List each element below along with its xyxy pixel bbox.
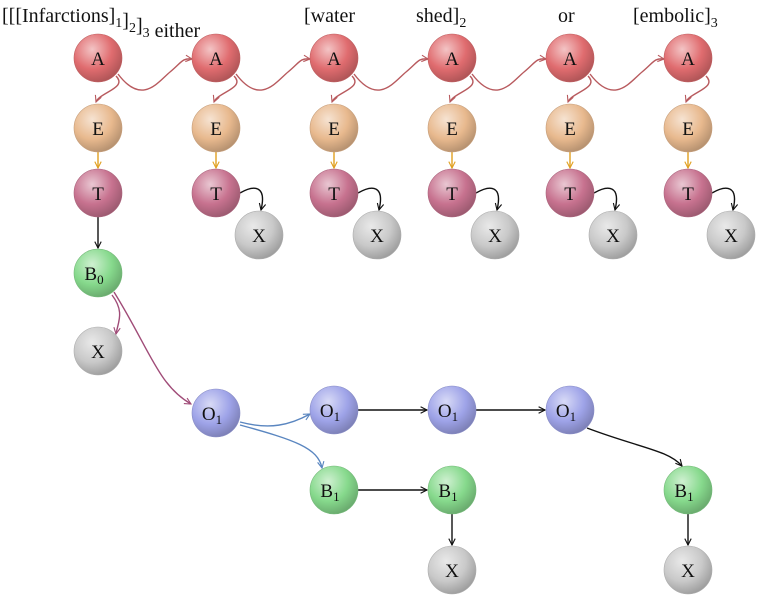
node-x-7: X bbox=[427, 545, 477, 595]
edge-a-to-e-4 bbox=[568, 75, 592, 102]
node-o1-3-label: O1 bbox=[556, 401, 576, 424]
node-x-1-label: X bbox=[252, 226, 266, 247]
edge-a-to-e-1 bbox=[214, 75, 238, 102]
node-a-4-label: A bbox=[563, 49, 577, 70]
node-x-4: X bbox=[588, 210, 638, 260]
edge-t-to-x-1 bbox=[239, 187, 263, 210]
node-x-5: X bbox=[706, 210, 756, 260]
node-o1-2-label: O1 bbox=[438, 401, 458, 424]
node-e-0-label: E bbox=[92, 119, 104, 140]
node-o1-1-label: O1 bbox=[320, 401, 340, 424]
edge-t-to-x-4 bbox=[593, 187, 617, 210]
node-o1-3: O1 bbox=[545, 385, 595, 435]
word-embolic: [embolic]3 bbox=[633, 5, 718, 31]
node-a-3-label: A bbox=[445, 49, 459, 70]
edge-b0-to-o1 bbox=[113, 291, 191, 404]
node-x-5-label: X bbox=[724, 226, 738, 247]
node-a-4: A bbox=[545, 33, 595, 83]
node-e-3: E bbox=[427, 103, 477, 153]
node-t-3-label: T bbox=[446, 184, 458, 205]
node-a-5: A bbox=[663, 33, 713, 83]
node-b1-0-label: B1 bbox=[320, 481, 339, 504]
node-e-2: E bbox=[309, 103, 359, 153]
edge-t-to-x-3 bbox=[475, 187, 499, 210]
edge-a-to-a-4 bbox=[589, 59, 664, 91]
edge-o1-to-b1 bbox=[239, 424, 322, 468]
edge-a-to-a-2 bbox=[353, 59, 428, 91]
edges-layer bbox=[96, 59, 735, 545]
node-a-0: A bbox=[73, 33, 123, 83]
edge-t-to-x-5 bbox=[711, 187, 735, 210]
edge-a-to-a-3 bbox=[471, 59, 546, 91]
word-infarctions: [[[Infarctions]1]2]3 either bbox=[2, 5, 200, 42]
edge-a-to-a-0 bbox=[117, 59, 192, 91]
node-x-3-label: X bbox=[488, 226, 502, 247]
node-a-0-label: A bbox=[91, 49, 105, 70]
node-e-0: E bbox=[73, 103, 123, 153]
edge-a-to-e-0 bbox=[96, 75, 120, 102]
edge-a-to-e-3 bbox=[450, 75, 474, 102]
node-o1-0-label: O1 bbox=[202, 404, 222, 427]
node-b1-0: B1 bbox=[309, 465, 359, 515]
node-e-1-label: E bbox=[210, 119, 222, 140]
node-e-3-label: E bbox=[446, 119, 458, 140]
node-b0: B0 bbox=[73, 248, 123, 298]
sentence-header: [[[Infarctions]1]2]3 either [water shed]… bbox=[2, 5, 718, 42]
node-e-2-label: E bbox=[328, 119, 340, 140]
node-x-7-label: X bbox=[445, 561, 459, 582]
node-t-5: T bbox=[663, 168, 713, 218]
node-o1-1: O1 bbox=[309, 385, 359, 435]
node-b1-1-label: B1 bbox=[438, 481, 457, 504]
node-x-0-label: X bbox=[91, 342, 105, 363]
word-water: [water bbox=[304, 5, 355, 27]
edge-a-to-a-1 bbox=[235, 59, 310, 91]
word-or: or bbox=[558, 5, 575, 27]
node-x-8-label: X bbox=[681, 561, 695, 582]
node-x-1: X bbox=[234, 210, 284, 260]
node-t-0: T bbox=[73, 168, 123, 218]
node-x-8: X bbox=[663, 545, 713, 595]
node-t-1-label: T bbox=[210, 184, 222, 205]
node-e-5: E bbox=[663, 103, 713, 153]
edge-o1-to-o1 bbox=[239, 413, 310, 427]
word-shed: shed]2 bbox=[416, 5, 466, 31]
node-o1-0: O1 bbox=[191, 388, 241, 438]
node-b1-2: B1 bbox=[663, 465, 713, 515]
node-t-0-label: T bbox=[92, 184, 104, 205]
node-t-4-label: T bbox=[564, 184, 576, 205]
node-e-1: E bbox=[191, 103, 241, 153]
edge-o1d-to-b1c bbox=[586, 427, 682, 466]
node-t-5-label: T bbox=[682, 184, 694, 205]
edge-a-to-e-5 bbox=[686, 75, 710, 102]
node-e-4: E bbox=[545, 103, 595, 153]
node-b1-1: B1 bbox=[427, 465, 477, 515]
node-t-2-label: T bbox=[328, 184, 340, 205]
node-a-3: A bbox=[427, 33, 477, 83]
node-b0-label: B0 bbox=[84, 264, 103, 287]
node-b1-2-label: B1 bbox=[674, 481, 693, 504]
node-a-1-label: A bbox=[209, 49, 223, 70]
node-a-2-label: A bbox=[327, 49, 341, 70]
node-x-2-label: X bbox=[370, 226, 384, 247]
edge-a-to-e-2 bbox=[332, 75, 356, 102]
node-x-4-label: X bbox=[606, 226, 620, 247]
node-x-2: X bbox=[352, 210, 402, 260]
node-a-1: A bbox=[191, 33, 241, 83]
node-a-5-label: A bbox=[681, 49, 695, 70]
node-t-3: T bbox=[427, 168, 477, 218]
node-o1-2: O1 bbox=[427, 385, 477, 435]
node-e-4-label: E bbox=[564, 119, 576, 140]
node-a-2: A bbox=[309, 33, 359, 83]
node-t-1: T bbox=[191, 168, 241, 218]
node-x-3: X bbox=[470, 210, 520, 260]
edge-t-to-x-2 bbox=[357, 187, 381, 210]
edge-b0-to-x0 bbox=[111, 294, 120, 334]
node-x-0: X bbox=[73, 326, 123, 376]
node-e-5-label: E bbox=[682, 119, 694, 140]
node-t-4: T bbox=[545, 168, 595, 218]
node-t-2: T bbox=[309, 168, 359, 218]
